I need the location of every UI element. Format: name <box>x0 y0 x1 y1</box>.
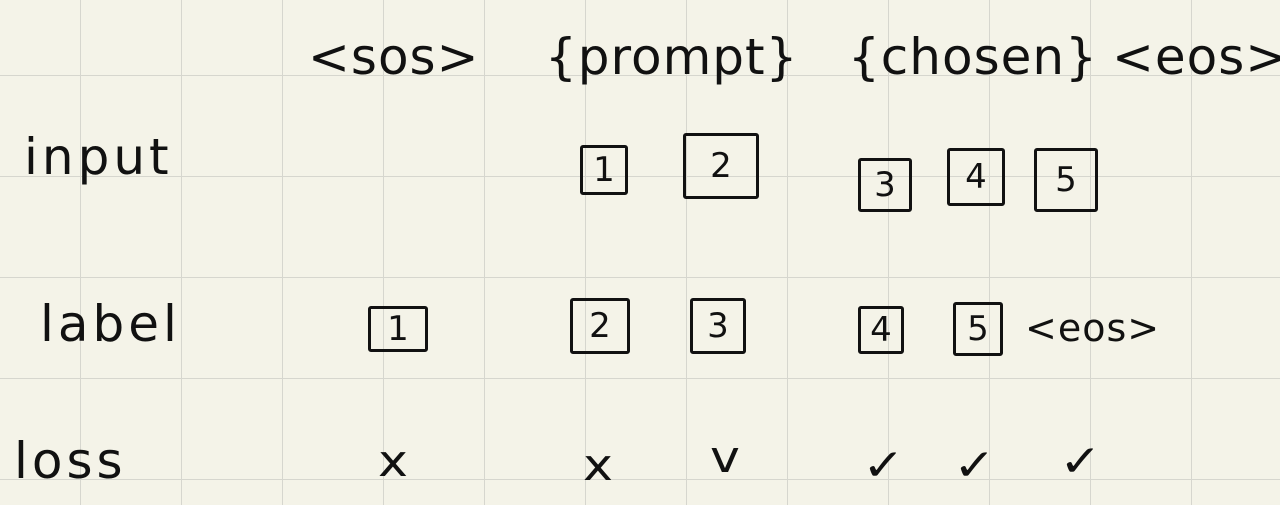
label-eos-token: <eos> <box>1025 306 1161 350</box>
loss-mark-cross-2: x <box>583 440 614 491</box>
input-token-box-3: 3 <box>858 158 912 212</box>
row-label-input: input <box>24 128 173 186</box>
label-token-box-1: 1 <box>368 306 428 352</box>
header-eos-token: <eos> <box>1112 28 1280 86</box>
loss-mark-cross-1: x <box>378 436 409 487</box>
loss-mark-check-2: ✓ <box>862 440 905 491</box>
loss-mark-check-4: ✓ <box>1059 436 1102 487</box>
input-token-box-2: 2 <box>683 133 759 199</box>
row-label-label: label <box>40 295 181 353</box>
loss-mark-check-1: v <box>710 432 741 483</box>
header-sos-token: <sos> <box>308 28 480 86</box>
label-token-box-2: 2 <box>570 298 630 354</box>
label-token-box-3: 3 <box>690 298 746 354</box>
input-token-box-5: 5 <box>1034 148 1098 212</box>
label-token-box-5: 5 <box>953 302 1003 356</box>
input-token-box-1: 1 <box>580 145 628 195</box>
label-token-box-4: 4 <box>858 306 904 354</box>
input-token-box-4: 4 <box>947 148 1005 206</box>
loss-mark-check-3: ✓ <box>953 440 996 491</box>
header-prompt-segment: {prompt} <box>545 28 799 86</box>
row-label-loss: loss <box>14 432 127 490</box>
header-chosen-segment: {chosen} <box>848 28 1098 86</box>
